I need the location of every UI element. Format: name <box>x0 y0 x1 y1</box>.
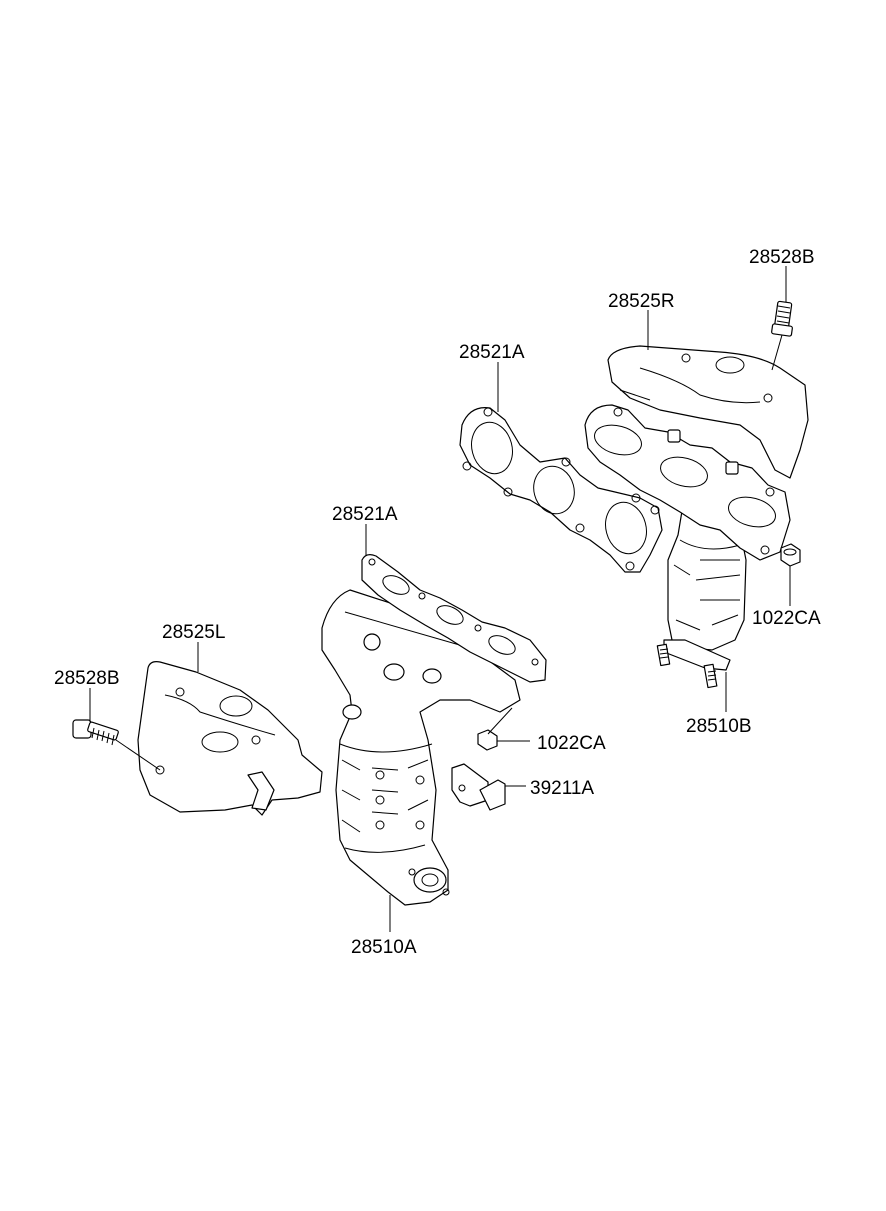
bracket <box>451 763 506 811</box>
leader-bolt-left-shaft <box>115 739 161 771</box>
leader-nut-left-stud <box>487 707 513 735</box>
label-gasket-left: 28521A <box>332 504 398 525</box>
gasket-right <box>459 407 663 573</box>
label-nut-right: 1022CA <box>752 608 821 629</box>
label-manifold-right: 28510B <box>686 716 752 737</box>
exhaust-manifold-left <box>321 589 521 906</box>
heat-shield-left <box>137 661 323 816</box>
label-bolt-right: 28528B <box>749 247 815 268</box>
label-gasket-right: 28521A <box>459 342 525 363</box>
leader-heat-shield-right-bolt <box>771 334 783 371</box>
label-nut-left: 1022CA <box>537 733 606 754</box>
gasket-rear-right <box>584 404 791 561</box>
bolt-left <box>72 719 119 746</box>
heat-shield-right <box>607 345 809 479</box>
label-heat-shield-left: 28525L <box>162 622 225 643</box>
exhaust-manifold-right <box>656 504 747 689</box>
nut-left <box>477 729 498 751</box>
label-bolt-left: 28528B <box>54 668 120 689</box>
label-heat-shield-right: 28525R <box>608 291 675 312</box>
bolt-right <box>771 300 793 337</box>
label-manifold-left: 28510A <box>351 937 417 958</box>
label-bracket: 39211A <box>530 778 594 799</box>
nut-right <box>780 543 801 567</box>
gasket-left <box>361 554 547 683</box>
